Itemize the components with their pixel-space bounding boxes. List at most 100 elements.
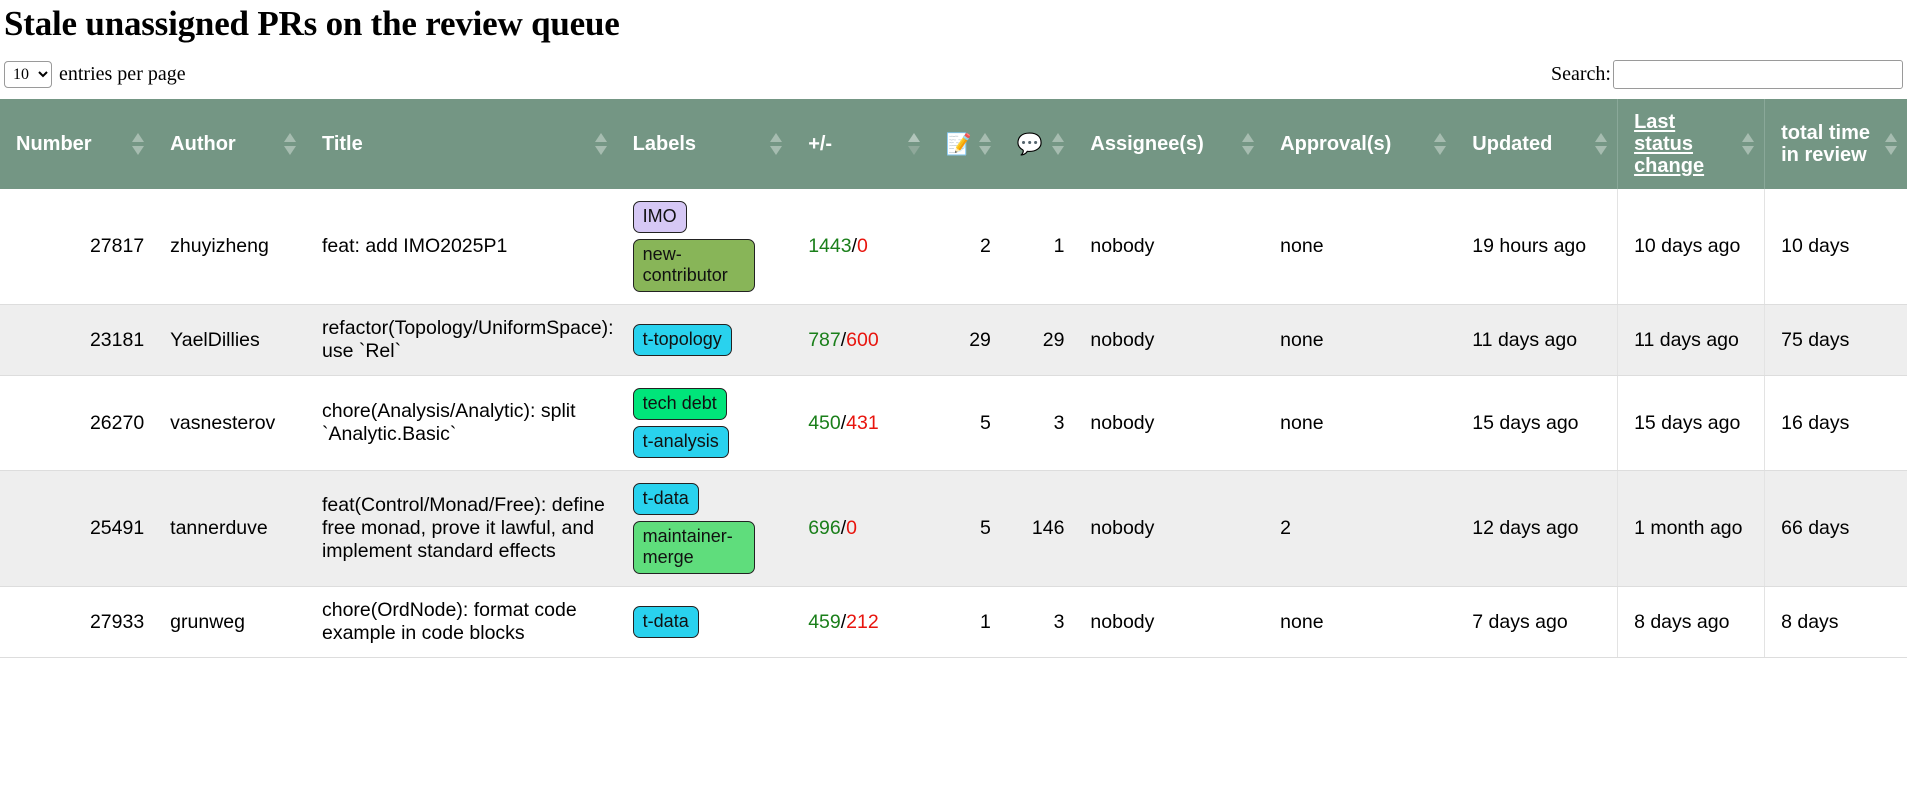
column-header-comments[interactable]: 💬	[1000, 99, 1075, 189]
label-chip[interactable]: new-contributor	[632, 239, 755, 292]
column-header-title[interactable]: Title	[305, 99, 617, 189]
label-chip[interactable]: t-data	[632, 606, 699, 638]
cell-title[interactable]: feat(Control/Monad/Free): define free mo…	[305, 470, 617, 587]
cell-total-time-in-review: 75 days	[1764, 304, 1907, 376]
column-header-last-status-change[interactable]: Last status change	[1617, 99, 1765, 189]
cell-total-time-in-review: 10 days	[1764, 189, 1907, 305]
cell-updated: 11 days ago	[1456, 304, 1618, 376]
cell-diff: 1443/0	[792, 189, 930, 305]
cell-title[interactable]: chore(OrdNode): format code example in c…	[305, 586, 617, 658]
sort-arrow-number-icon[interactable]	[132, 131, 145, 157]
cell-title[interactable]: chore(Analysis/Analytic): split `Analyti…	[305, 375, 617, 471]
cell-approvals: none	[1264, 375, 1457, 471]
labels-list: t-data maintainer-merge	[632, 483, 783, 574]
cell-author[interactable]: YaelDillies	[154, 304, 306, 376]
page-title: Stale unassigned PRs on the review queue	[4, 4, 620, 43]
search-control: Search:	[1551, 59, 1903, 89]
diff-separator: /	[851, 235, 857, 257]
cell-author[interactable]: tannerduve	[154, 470, 306, 587]
sort-arrow-comments-icon[interactable]	[1052, 131, 1065, 157]
cell-author[interactable]: grunweg	[154, 586, 306, 658]
column-header-approvals[interactable]: Approval(s)	[1264, 99, 1457, 189]
cell-last-status-change: 10 days ago	[1617, 189, 1765, 305]
cell-last-status-change: 11 days ago	[1617, 304, 1765, 376]
cell-comments-count: 29	[1000, 304, 1075, 376]
cell-updated: 15 days ago	[1456, 375, 1618, 471]
entries-per-page-select[interactable]: 10	[4, 60, 52, 88]
cell-number[interactable]: 25491	[0, 470, 155, 587]
cell-files-changed: 5	[929, 375, 1001, 471]
label-chip[interactable]: t-data	[632, 483, 699, 515]
cell-number[interactable]: 23181	[0, 304, 155, 376]
deletions-count: 431	[846, 411, 879, 434]
sort-arrow-diff-icon[interactable]	[907, 131, 920, 157]
cell-diff: 450/431	[792, 375, 930, 471]
cell-last-status-change: 1 month ago	[1617, 470, 1765, 587]
cell-diff: 459/212	[792, 586, 930, 658]
sort-arrow-total-time-icon[interactable]	[1885, 131, 1897, 157]
column-header-total-time[interactable]: total time in review	[1764, 99, 1907, 189]
column-header-number[interactable]: Number	[0, 99, 155, 189]
cell-title[interactable]: refactor(Topology/UniformSpace): use `Re…	[305, 304, 617, 376]
column-header-diff[interactable]: +/-	[792, 99, 930, 189]
label-chip[interactable]: tech debt	[632, 388, 727, 420]
label-chip[interactable]: IMO	[632, 201, 687, 233]
cell-number[interactable]: 27817	[0, 189, 155, 305]
sort-arrow-approvals-icon[interactable]	[1434, 131, 1447, 157]
cell-title[interactable]: feat: add IMO2025P1	[305, 189, 617, 305]
cell-files-changed: 1	[929, 586, 1001, 658]
additions-count: 696	[808, 517, 841, 539]
column-header-updated[interactable]: Updated	[1456, 99, 1618, 189]
deletions-count: 600	[846, 328, 879, 351]
sort-arrow-title-icon[interactable]	[594, 131, 607, 157]
pull-requests-table: Number Author Title	[0, 99, 1907, 658]
sort-arrow-author-icon[interactable]	[283, 131, 296, 157]
sort-arrow-assignees-icon[interactable]	[1242, 131, 1255, 157]
cell-labels: IMO new-contributor	[616, 189, 793, 305]
cell-number[interactable]: 27933	[0, 586, 155, 658]
cell-files-changed: 2	[929, 189, 1001, 305]
cell-comments-count: 1	[1000, 189, 1075, 305]
cell-author[interactable]: vasnesterov	[154, 375, 306, 471]
column-header-labels[interactable]: Labels	[616, 99, 793, 189]
label-chip[interactable]: t-topology	[632, 324, 732, 356]
column-header-author[interactable]: Author	[154, 99, 306, 189]
cell-comments-count: 3	[1000, 586, 1075, 658]
cell-approvals: none	[1264, 304, 1457, 376]
label-chip[interactable]: maintainer-merge	[632, 521, 755, 574]
sort-arrow-labels-icon[interactable]	[770, 131, 783, 157]
cell-number[interactable]: 26270	[0, 375, 155, 471]
sort-arrow-updated-icon[interactable]	[1595, 131, 1608, 157]
speech-balloon-icon: 💬	[1016, 132, 1044, 156]
search-input[interactable]	[1613, 59, 1903, 89]
cell-updated: 19 hours ago	[1456, 189, 1618, 305]
column-header-assignees[interactable]: Assignee(s)	[1074, 99, 1265, 189]
cell-labels: t-data maintainer-merge	[616, 470, 793, 587]
additions-count: 787	[808, 328, 841, 351]
column-label-labels: Labels	[632, 133, 697, 155]
cell-comments-count: 146	[1000, 470, 1075, 587]
cell-total-time-in-review: 66 days	[1764, 470, 1907, 587]
entries-per-page-label: entries per page	[59, 62, 186, 85]
column-header-files[interactable]: 📝	[929, 99, 1001, 189]
cell-assignees: nobody	[1074, 375, 1265, 471]
cell-approvals: none	[1264, 189, 1457, 305]
additions-count: 459	[808, 610, 841, 633]
label-chip[interactable]: t-analysis	[632, 426, 729, 458]
cell-author[interactable]: zhuyizheng	[154, 189, 306, 305]
deletions-count: 0	[857, 235, 868, 257]
sort-arrow-files-icon[interactable]	[978, 131, 991, 157]
diff-separator: /	[840, 411, 847, 434]
column-label-assignees: Assignee(s)	[1090, 133, 1204, 155]
column-label-last-status-change: Last status change	[1634, 111, 1705, 177]
cell-diff: 696/0	[792, 470, 930, 587]
cell-approvals: none	[1264, 586, 1457, 658]
sort-arrow-last-status-change-icon[interactable]	[1742, 131, 1755, 157]
cell-updated: 12 days ago	[1456, 470, 1618, 587]
